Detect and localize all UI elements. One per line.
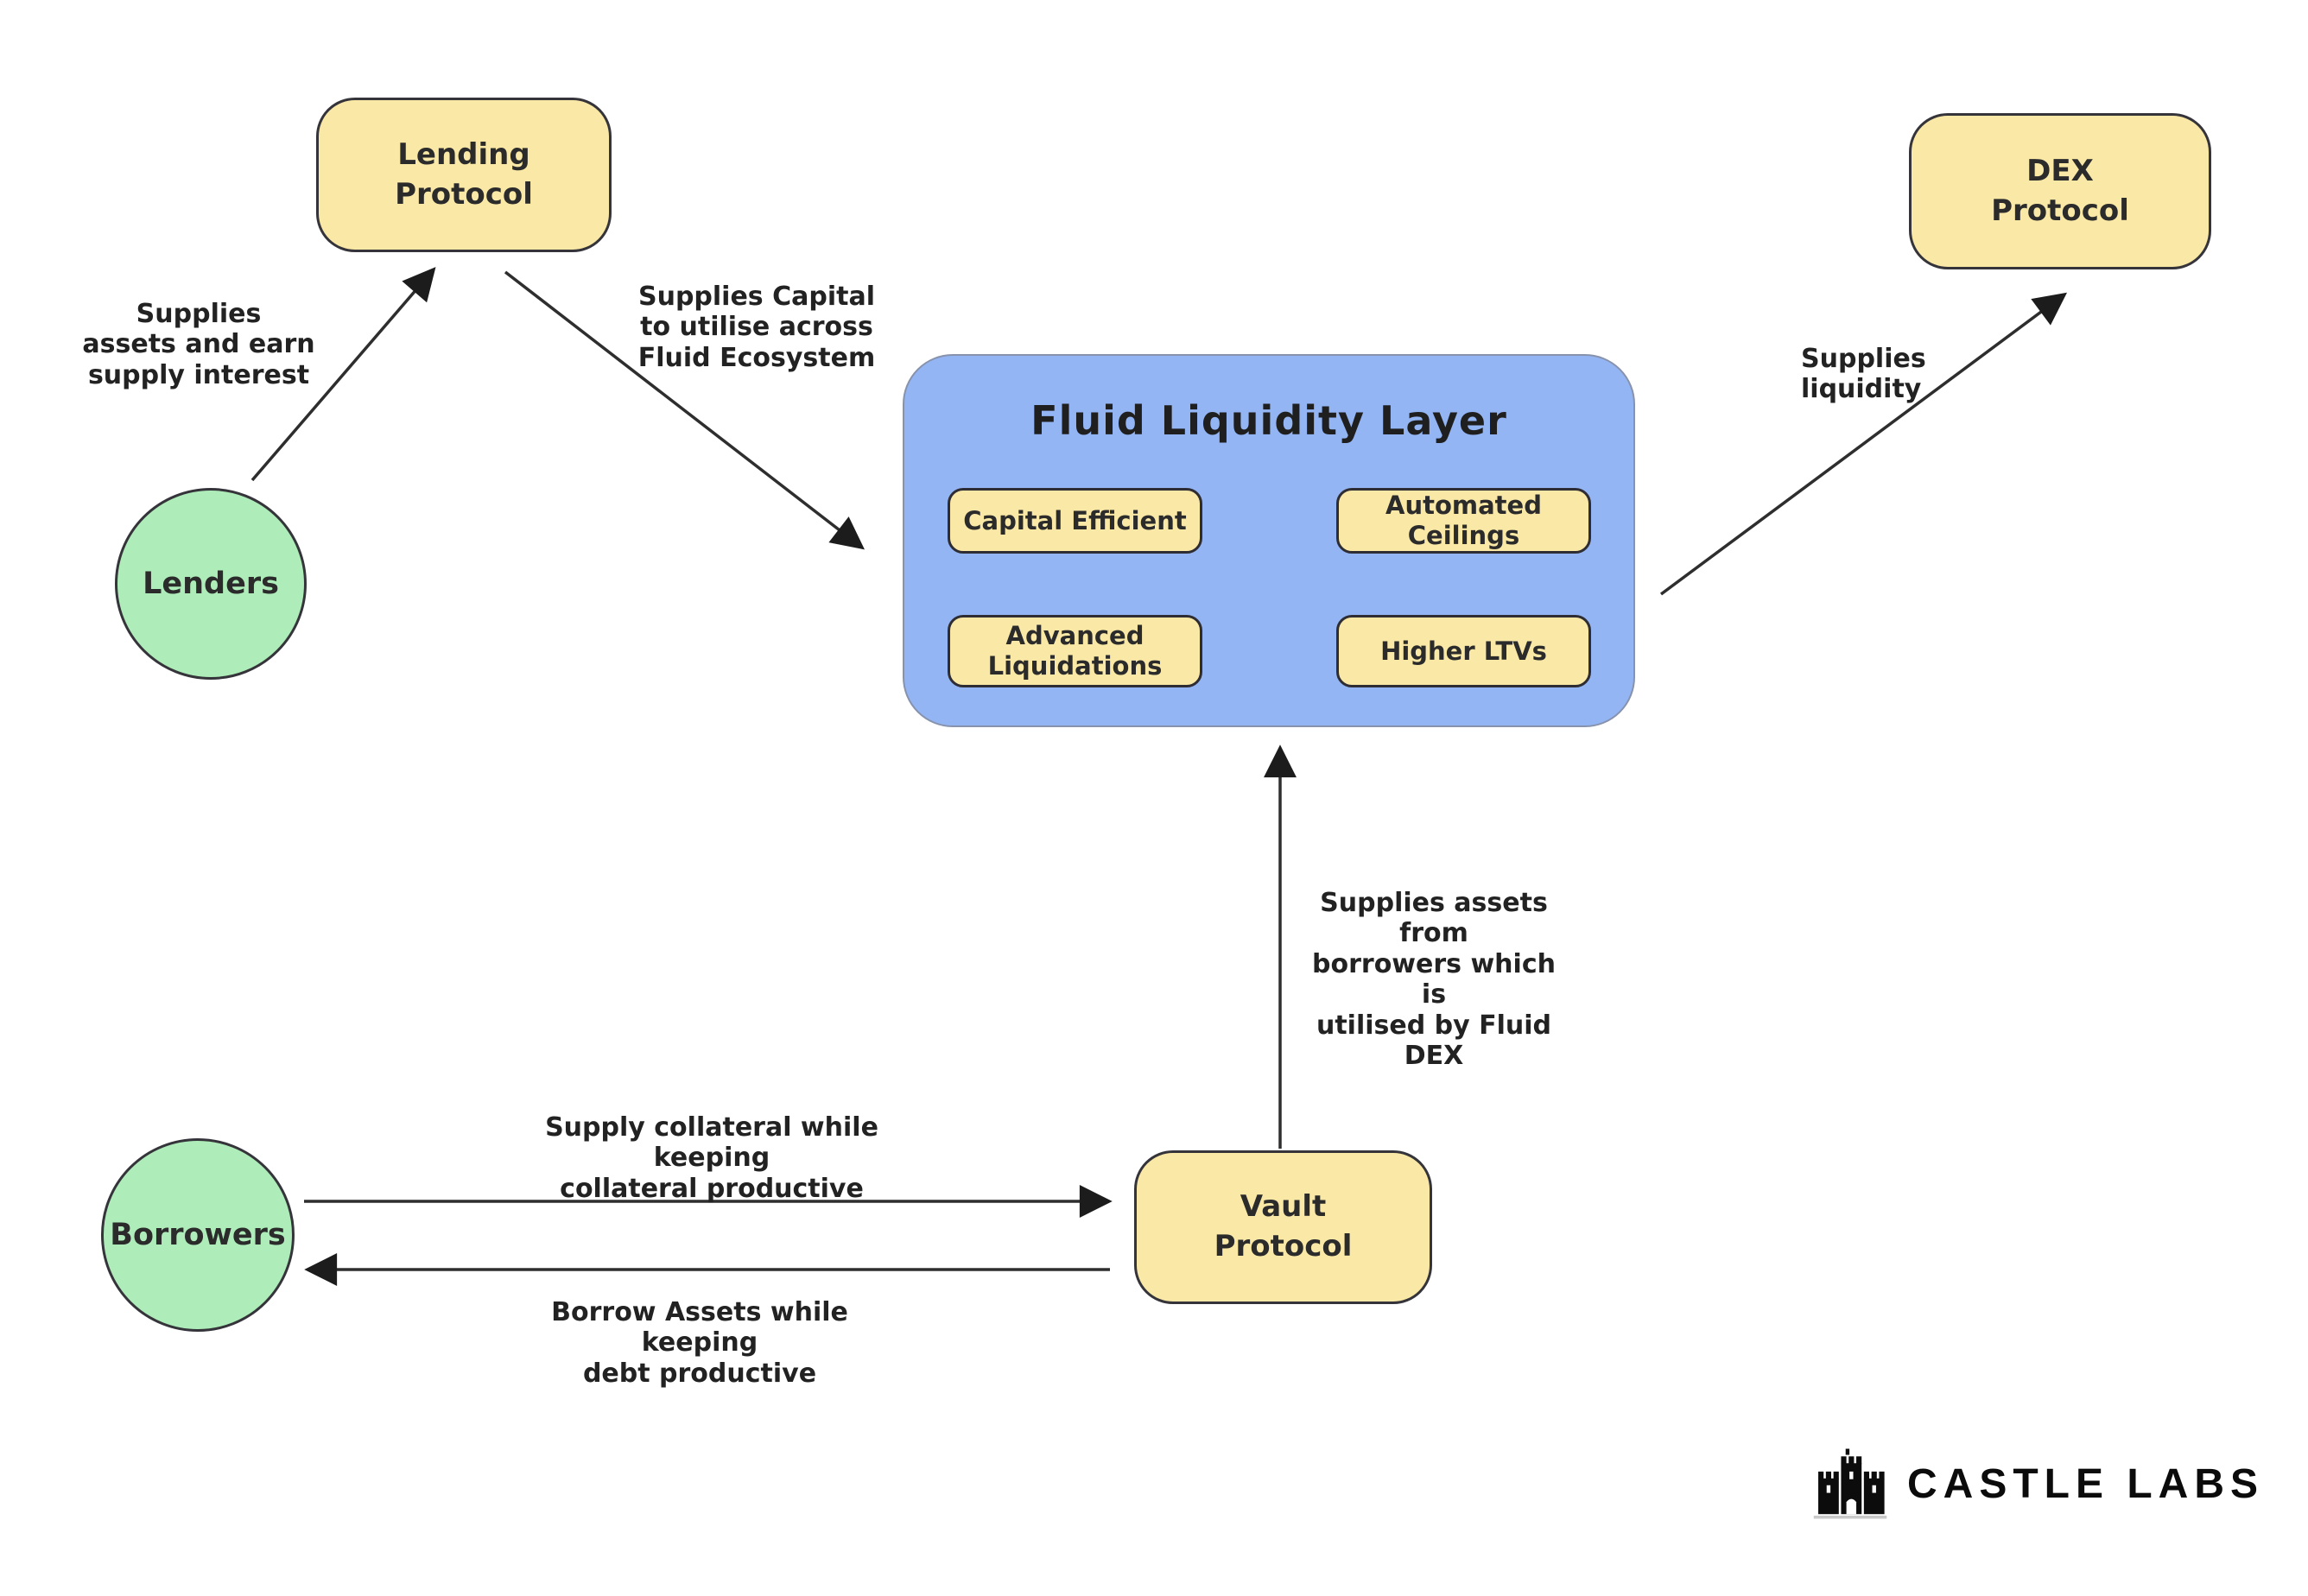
feature-automated-ceilings: Automated Ceilings	[1336, 488, 1591, 554]
label-supply-collateral: Supply collateral while keeping collater…	[545, 1112, 878, 1204]
node-lending-protocol: Lending Protocol	[316, 98, 612, 252]
castle-icon	[1813, 1448, 1887, 1519]
feature-higher-ltvs: Higher LTVs	[1336, 615, 1591, 687]
castle-labs-brand: CASTLE LABS	[1812, 1444, 2264, 1523]
feature-advanced-liquidations: Advanced Liquidations	[948, 615, 1202, 687]
label-supplies-assets-earn-interest: Supplies assets and earn supply interest	[82, 299, 315, 390]
node-borrowers: Borrowers	[101, 1138, 295, 1332]
label-borrow-assets: Borrow Assets while keeping debt product…	[551, 1297, 848, 1389]
node-vault-protocol: Vault Protocol	[1134, 1150, 1432, 1304]
label-supplies-liquidity: Supplies liquidity	[1801, 344, 1926, 405]
castle-labs-wordmark: CASTLE LABS	[1907, 1460, 2264, 1507]
label-supplies-capital: Supplies Capital to utilise across Fluid…	[637, 282, 876, 373]
fluid-liquidity-layer-title: Fluid Liquidity Layer	[1030, 397, 1507, 444]
node-dex-protocol: DEX Protocol	[1909, 113, 2211, 269]
arrow-fluid-to-dex	[1659, 292, 2068, 596]
label-supplies-assets-from-borrowers: Supplies assets from borrowers which is …	[1312, 888, 1556, 1071]
node-lenders: Lenders	[115, 488, 307, 680]
feature-capital-efficient: Capital Efficient	[948, 488, 1202, 554]
